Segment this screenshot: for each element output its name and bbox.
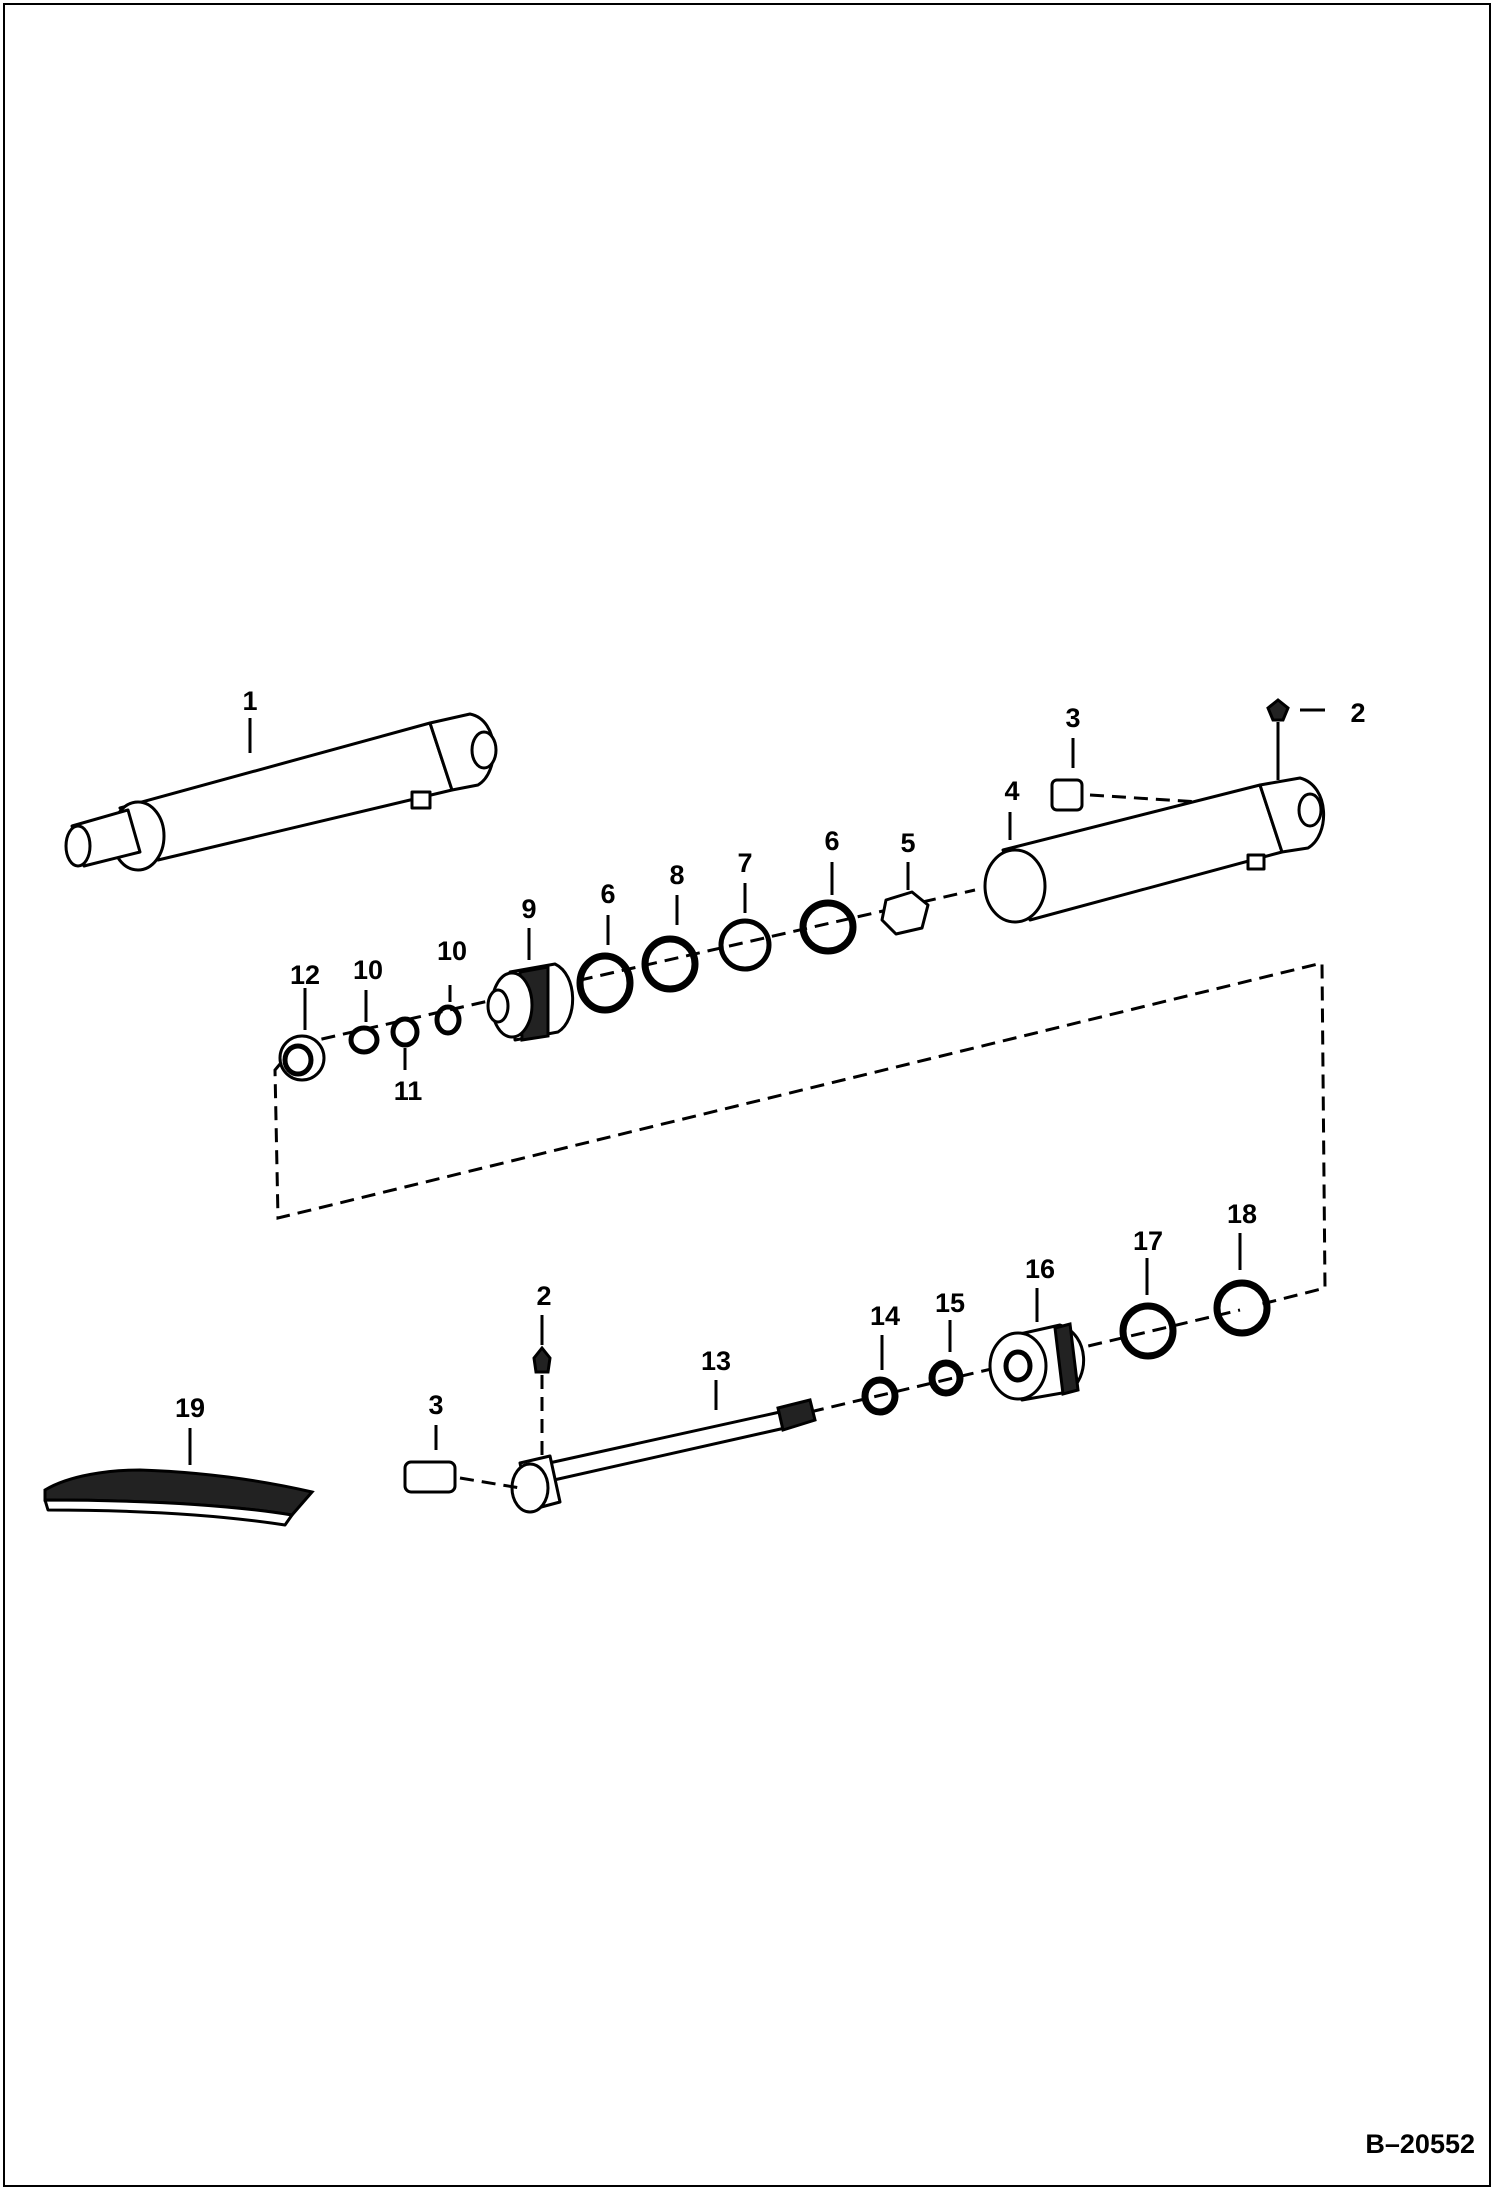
upper-assembly-axis xyxy=(299,888,976,1046)
grease-fitting-lower xyxy=(532,1315,552,1460)
rod-gland-16 xyxy=(988,1288,1086,1402)
callout-15: 15 xyxy=(935,1288,965,1318)
callout-8: 8 xyxy=(669,860,684,890)
callout-11: 11 xyxy=(394,1076,423,1106)
callout-10-right: 10 xyxy=(437,936,467,966)
callout-17: 17 xyxy=(1133,1226,1163,1256)
assembled-cylinder xyxy=(64,712,498,872)
seal-ring-6-right xyxy=(799,862,857,955)
grease-fitting-upper xyxy=(1266,698,1325,780)
callout-2-upper: 2 xyxy=(1350,698,1365,728)
callout-14: 14 xyxy=(870,1301,900,1331)
o-ring-7 xyxy=(718,883,772,972)
callout-2-lower: 2 xyxy=(536,1281,551,1311)
piston-rod xyxy=(510,1380,817,1514)
callout-10-left: 10 xyxy=(353,955,383,985)
callout-3-upper: 3 xyxy=(1065,703,1080,733)
callout-19: 19 xyxy=(175,1393,205,1423)
page-border xyxy=(3,3,1491,2187)
seal-ring-18 xyxy=(1213,1233,1271,1337)
small-ring-11 xyxy=(390,1016,420,1070)
wiper-ring-15 xyxy=(928,1320,964,1397)
seal-ring-17 xyxy=(1119,1258,1177,1360)
pin-lower xyxy=(403,1425,521,1494)
callout-6-left: 6 xyxy=(600,879,615,909)
callout-6-right: 6 xyxy=(824,826,839,856)
assembly-path-loop xyxy=(273,961,1327,1307)
callout-3-lower: 3 xyxy=(428,1390,443,1420)
callout-18: 18 xyxy=(1227,1199,1257,1229)
callout-5: 5 xyxy=(900,828,915,858)
seal-ring-14 xyxy=(861,1335,899,1416)
seal-ring-8 xyxy=(641,895,699,993)
small-ring-10-right xyxy=(434,985,462,1036)
callout-9: 9 xyxy=(521,894,536,924)
gland-ring-12 xyxy=(278,988,326,1082)
callout-16: 16 xyxy=(1025,1254,1055,1284)
callout-13: 13 xyxy=(701,1346,731,1376)
document-code: B–20552 xyxy=(1365,2129,1475,2159)
decal-kit xyxy=(43,1428,315,1527)
piston xyxy=(486,928,575,1042)
small-ring-10-left xyxy=(348,990,380,1055)
nut xyxy=(880,862,930,936)
pin-upper xyxy=(1050,738,1216,812)
callout-1: 1 xyxy=(242,686,257,716)
seal-ring-6-left xyxy=(576,915,634,1014)
callout-12: 12 xyxy=(290,960,320,990)
cylinder-barrel xyxy=(983,776,1326,924)
callout-labels: 1 2 3 4 5 6 7 8 6 9 10 10 12 11 2 3 13 1… xyxy=(175,686,1366,1423)
callout-4: 4 xyxy=(1004,776,1019,806)
callout-7: 7 xyxy=(737,848,752,878)
